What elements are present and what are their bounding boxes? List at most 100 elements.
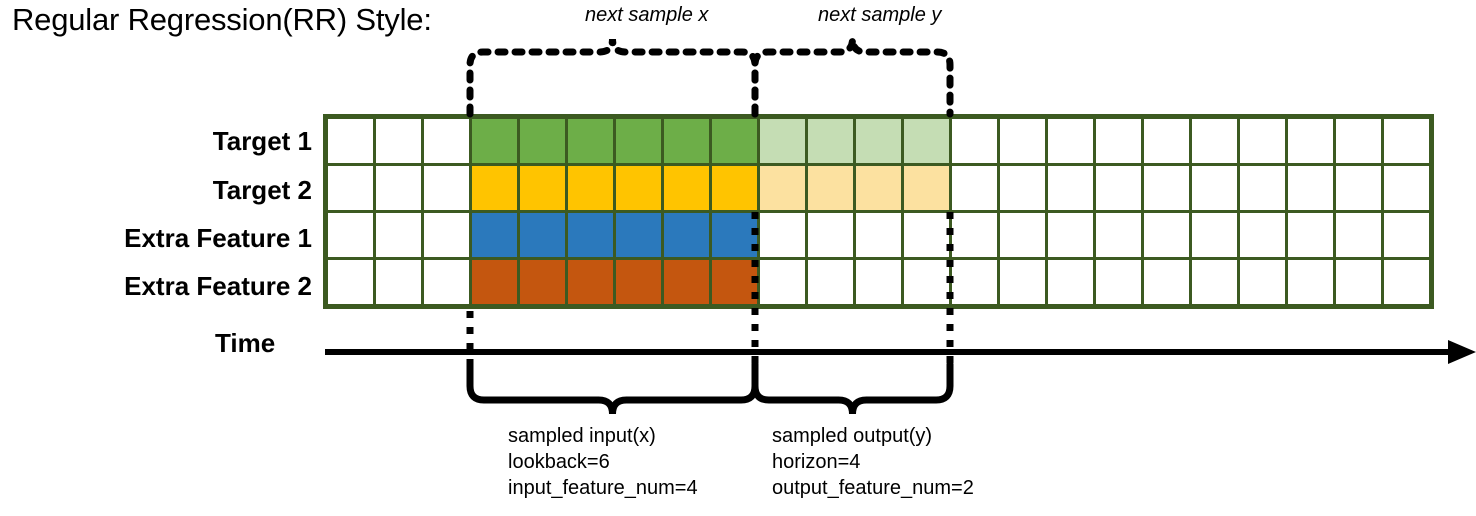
grid-cell-input <box>613 257 664 308</box>
grid-cell-empty <box>373 115 424 166</box>
grid-cell-output <box>853 163 904 213</box>
top-brace-y <box>751 38 954 118</box>
grid-cell-empty <box>1333 163 1384 213</box>
grid-cell-empty <box>324 210 376 260</box>
grid-cell-output <box>901 163 952 213</box>
grid-cell-input <box>469 115 520 166</box>
grid-cell-empty <box>1045 163 1096 213</box>
grid-cell-input <box>565 257 616 308</box>
grid-cell-input <box>517 163 568 213</box>
caption-input-line1: sampled input(x) <box>508 425 656 447</box>
grid-cell-empty <box>1093 163 1144 213</box>
grid-cell-input <box>661 115 712 166</box>
grid-cell-input <box>661 257 712 308</box>
annotation-next-sample-y: next sample y <box>818 4 942 26</box>
grid-cell-empty <box>373 210 424 260</box>
grid-cell-input <box>613 210 664 260</box>
grid-cell-empty <box>1285 257 1336 308</box>
grid-cell-empty <box>373 163 424 213</box>
grid-cell-input <box>709 115 760 166</box>
row-label-4: Extra Feature 2 <box>124 271 312 301</box>
grid-cell-empty <box>1141 210 1192 260</box>
grid-cell-empty <box>1285 163 1336 213</box>
grid-row-2 <box>324 163 1433 213</box>
grid-cell-empty <box>373 257 424 308</box>
grid-cell-empty <box>1237 210 1288 260</box>
grid-cell-empty <box>853 257 904 308</box>
grid-cell-empty <box>1285 115 1336 166</box>
grid-cell-empty <box>1381 210 1433 260</box>
grid-cell-empty <box>1333 210 1384 260</box>
grid-cell-empty <box>901 210 952 260</box>
time-axis-label: Time <box>215 328 276 358</box>
caption-output-line1: sampled output(y) <box>772 425 933 447</box>
grid-cell-empty <box>324 115 376 166</box>
grid-cell-empty <box>1285 210 1336 260</box>
row-label-1: Target 1 <box>212 126 312 156</box>
caption-output-line2: horizon=4 <box>772 451 861 473</box>
grid-cell-empty <box>1093 210 1144 260</box>
grid-cell-empty <box>421 210 472 260</box>
grid-cell-input <box>709 163 760 213</box>
grid-cell-empty <box>324 257 376 308</box>
grid-cell-empty <box>1141 257 1192 308</box>
grid-cell-empty <box>853 210 904 260</box>
grid-cell-input <box>469 257 520 308</box>
grid-cell-empty <box>1093 115 1144 166</box>
caption-output-line3: output_feature_num=2 <box>772 477 974 499</box>
grid-cell-input <box>661 210 712 260</box>
grid-cell-empty <box>997 257 1048 308</box>
page-title: Regular Regression(RR) Style: <box>12 2 432 37</box>
grid-cell-input <box>613 163 664 213</box>
grid-cell-input <box>709 210 760 260</box>
grid-cell-output <box>853 115 904 166</box>
grid-cell-empty <box>805 210 856 260</box>
row-label-3: Extra Feature 1 <box>124 223 312 253</box>
annotation-next-sample-x: next sample x <box>585 4 709 26</box>
grid-cell-empty <box>1189 115 1240 166</box>
grid-cell-output <box>757 115 808 166</box>
grid-cell-output <box>901 115 952 166</box>
grid-cell-empty <box>1189 210 1240 260</box>
grid-cell-input <box>517 115 568 166</box>
grid-cell-empty <box>949 210 1000 260</box>
grid-cell-empty <box>1045 210 1096 260</box>
grid-cell-input <box>469 210 520 260</box>
caption-input-line2: lookback=6 <box>508 451 610 473</box>
caption-sampled-output: sampled output(y) horizon=4 output_featu… <box>772 423 974 501</box>
grid-cell-empty <box>997 210 1048 260</box>
grid-cell-empty <box>324 163 376 213</box>
grid-cell-empty <box>1189 163 1240 213</box>
grid-cell-empty <box>1141 163 1192 213</box>
grid-cell-empty <box>421 257 472 308</box>
grid-cell-input <box>565 163 616 213</box>
grid-cell-empty <box>1381 257 1433 308</box>
grid-cell-output <box>805 115 856 166</box>
grid-cell-empty <box>757 210 808 260</box>
grid-cell-empty <box>421 115 472 166</box>
grid-cell-empty <box>1045 257 1096 308</box>
grid-row-1 <box>324 115 1433 166</box>
grid-cell-output <box>757 163 808 213</box>
grid-row-4 <box>324 257 1433 308</box>
grid-cell-input <box>517 210 568 260</box>
grid-cell-input <box>613 115 664 166</box>
grid-cell-empty <box>901 257 952 308</box>
grid-cell-empty <box>1141 115 1192 166</box>
grid-cell-empty <box>997 163 1048 213</box>
grid-cell-empty <box>1189 257 1240 308</box>
grid-cell-empty <box>949 115 1000 166</box>
grid-cell-empty <box>1093 257 1144 308</box>
timeline-grid <box>323 114 1434 309</box>
caption-sampled-input: sampled input(x) lookback=6 input_featur… <box>508 423 698 501</box>
grid-cell-empty <box>805 257 856 308</box>
row-label-2: Target 2 <box>212 175 312 205</box>
grid-row-3 <box>324 210 1433 260</box>
grid-cell-empty <box>1333 257 1384 308</box>
grid-cell-empty <box>1237 163 1288 213</box>
grid-cell-input <box>565 115 616 166</box>
grid-cell-empty <box>1237 257 1288 308</box>
time-axis-arrow <box>325 340 1476 364</box>
top-brace-x <box>466 38 759 118</box>
